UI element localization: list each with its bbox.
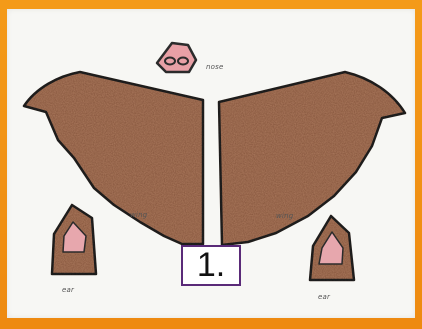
right-ear-label: ear [318, 293, 330, 301]
left-wing-drawing [24, 72, 203, 244]
left-ear-drawing [52, 205, 96, 274]
step-number-label: 1. [181, 245, 241, 286]
right-wing-drawing [219, 72, 405, 245]
nose-label: nose [206, 63, 223, 71]
right-ear-drawing [310, 216, 354, 280]
nose-drawing [157, 43, 196, 72]
left-wing-label: wing [130, 211, 147, 219]
left-ear-label: ear [62, 286, 74, 294]
right-wing-label: wing [276, 212, 293, 220]
